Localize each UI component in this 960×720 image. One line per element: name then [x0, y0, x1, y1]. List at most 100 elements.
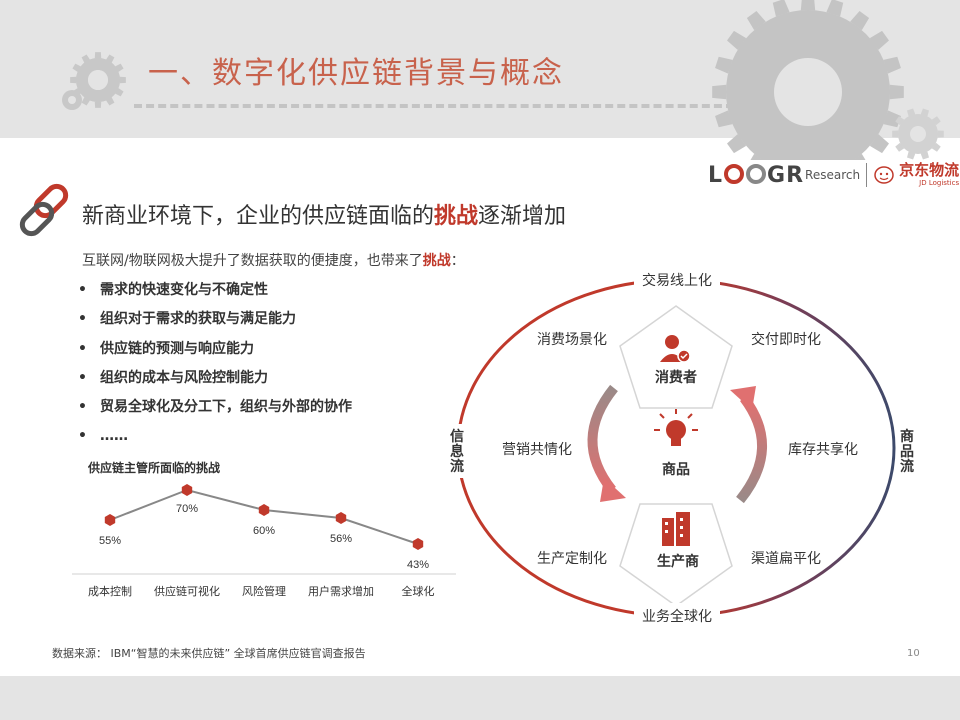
- gear-tooth: [850, 11, 870, 31]
- gear-tooth: [94, 101, 102, 108]
- x-tick-label: 风险管理: [242, 584, 286, 598]
- gear-tooth: [920, 151, 930, 160]
- label-upper-left: 消费场景化: [537, 332, 607, 348]
- gear-hole: [910, 126, 926, 142]
- gear-tooth: [727, 134, 747, 154]
- list-item: •供应链的预测与响应能力: [78, 340, 254, 357]
- gear-tooth: [712, 84, 727, 100]
- label-lower-left: 生产定制化: [537, 551, 607, 567]
- gear-tooth: [750, 153, 763, 160]
- list-item-text: 供应链的预测与响应能力: [100, 340, 254, 357]
- gear-decoration: [62, 0, 944, 160]
- right-curved-arrow: [730, 386, 768, 504]
- intro-highlight: 挑战: [422, 253, 451, 269]
- right-flow-label: 商 品 流: [900, 428, 914, 475]
- jd-logo-cn: 京东物流: [899, 161, 960, 179]
- list-item-text: 组织的成本与风险控制能力: [100, 369, 268, 386]
- gear-tooth: [937, 130, 944, 138]
- jd-logo-text: 京东物流 JD Logistics: [899, 163, 959, 187]
- data-point: [258, 504, 270, 516]
- bottom-flow-label: 业务全球化: [642, 608, 712, 625]
- headline-suffix: 逐渐增加: [478, 204, 567, 229]
- gear-tooth: [81, 97, 90, 106]
- gear-tooth: [883, 110, 901, 128]
- left-curved-arrow: [587, 384, 626, 502]
- jd-dog-icon: [874, 166, 894, 184]
- x-tick-label: 用户需求增加: [308, 584, 374, 598]
- right-flow-char: 品: [900, 444, 914, 460]
- intro-text: 互联网/物联网极大提升了数据获取的便捷度，也带来了挑战：: [82, 250, 465, 270]
- headline-prefix: 新商业环境下，企业的供应链面临的: [82, 204, 435, 229]
- left-flow-char: 息: [450, 443, 464, 460]
- challenge-list: •需求的快速变化与不确定性 •组织对于需求的获取与满足能力 •供应链的预测与响应…: [78, 280, 352, 456]
- left-flow-label: 信 息 流: [450, 428, 464, 475]
- gear-tooth: [826, 0, 844, 17]
- gear-hole: [774, 58, 842, 126]
- right-flow-char: 流: [900, 458, 914, 475]
- gear-tooth: [800, 0, 816, 11]
- right-label-bg: [896, 424, 916, 478]
- left-label-bg: [446, 424, 466, 478]
- list-item: •组织对于需求的获取与满足能力: [78, 311, 296, 328]
- gear-tooth: [920, 108, 930, 117]
- logo-letter-g: G: [767, 162, 787, 188]
- gear-tooth: [106, 54, 115, 63]
- list-item: •需求的快速变化与不确定性: [78, 282, 268, 298]
- page-title: 一、数字化供应链背景与概念: [148, 56, 564, 91]
- logo-letter-r: R: [786, 162, 805, 188]
- x-tick-label: 供应链可视化: [154, 584, 220, 598]
- list-item-text: 组织对于需求的获取与满足能力: [100, 311, 296, 328]
- data-label: 55%: [99, 535, 121, 547]
- data-label: 70%: [176, 503, 198, 515]
- gear-tooth: [727, 30, 747, 50]
- chain-link-icon: [19, 183, 69, 237]
- list-item-text: 贸易全球化及分工下，组织与外部的协作: [100, 399, 352, 416]
- gear-tooth: [892, 130, 899, 138]
- header-divider: [134, 104, 734, 108]
- gear-icon: [892, 108, 944, 160]
- lightbulb-icon: [654, 409, 698, 446]
- gear-icon: [712, 0, 904, 160]
- intro-suffix: ：: [450, 253, 465, 269]
- data-label: 56%: [330, 533, 352, 545]
- headline-highlight: 挑战: [434, 204, 479, 229]
- gear-tooth: [715, 110, 733, 128]
- data-point: [412, 538, 424, 550]
- gear-tooth: [869, 30, 889, 50]
- gear-tooth: [106, 97, 115, 106]
- gear-tooth: [772, 0, 790, 17]
- headline: 新商业环境下，企业的供应链面临的挑战逐渐增加: [82, 198, 566, 230]
- logo-o-ring: [746, 163, 767, 184]
- gear-tooth: [72, 63, 81, 72]
- label-mid-right: 库存共享化: [788, 441, 858, 458]
- consumer-label: 消费者: [655, 369, 697, 386]
- gear-tooth: [869, 134, 889, 154]
- data-point: [335, 512, 347, 524]
- gear-tooth: [906, 151, 916, 160]
- logo-separator: [866, 163, 868, 187]
- list-item-text: ……: [100, 428, 128, 445]
- label-upper-right: 交付即时化: [751, 331, 821, 348]
- data-point: [181, 484, 193, 496]
- left-flow-char: 信: [450, 428, 464, 445]
- gear-tooth: [715, 56, 733, 74]
- list-item-text: 需求的快速变化与不确定性: [100, 282, 268, 298]
- x-tick-label: 成本控制: [88, 584, 132, 598]
- right-flow-char: 商: [900, 428, 914, 445]
- producer-pentagon: [619, 503, 733, 607]
- gear-tooth: [746, 11, 766, 31]
- list-item: •组织的成本与风险控制能力: [78, 369, 268, 386]
- gear-tooth: [895, 142, 905, 152]
- list-item: •贸易全球化及分工下，组织与外部的协作: [78, 399, 352, 416]
- gear-tooth: [906, 108, 916, 117]
- intro-prefix: 互联网/物联网极大提升了数据获取的便捷度，也带来了: [82, 253, 423, 269]
- top-label-bg: [634, 267, 720, 293]
- product-label: 商品: [662, 461, 690, 478]
- data-point: [104, 514, 116, 526]
- chart-title: 供应链主管所面临的挑战: [87, 460, 220, 475]
- gear-tooth: [895, 116, 905, 126]
